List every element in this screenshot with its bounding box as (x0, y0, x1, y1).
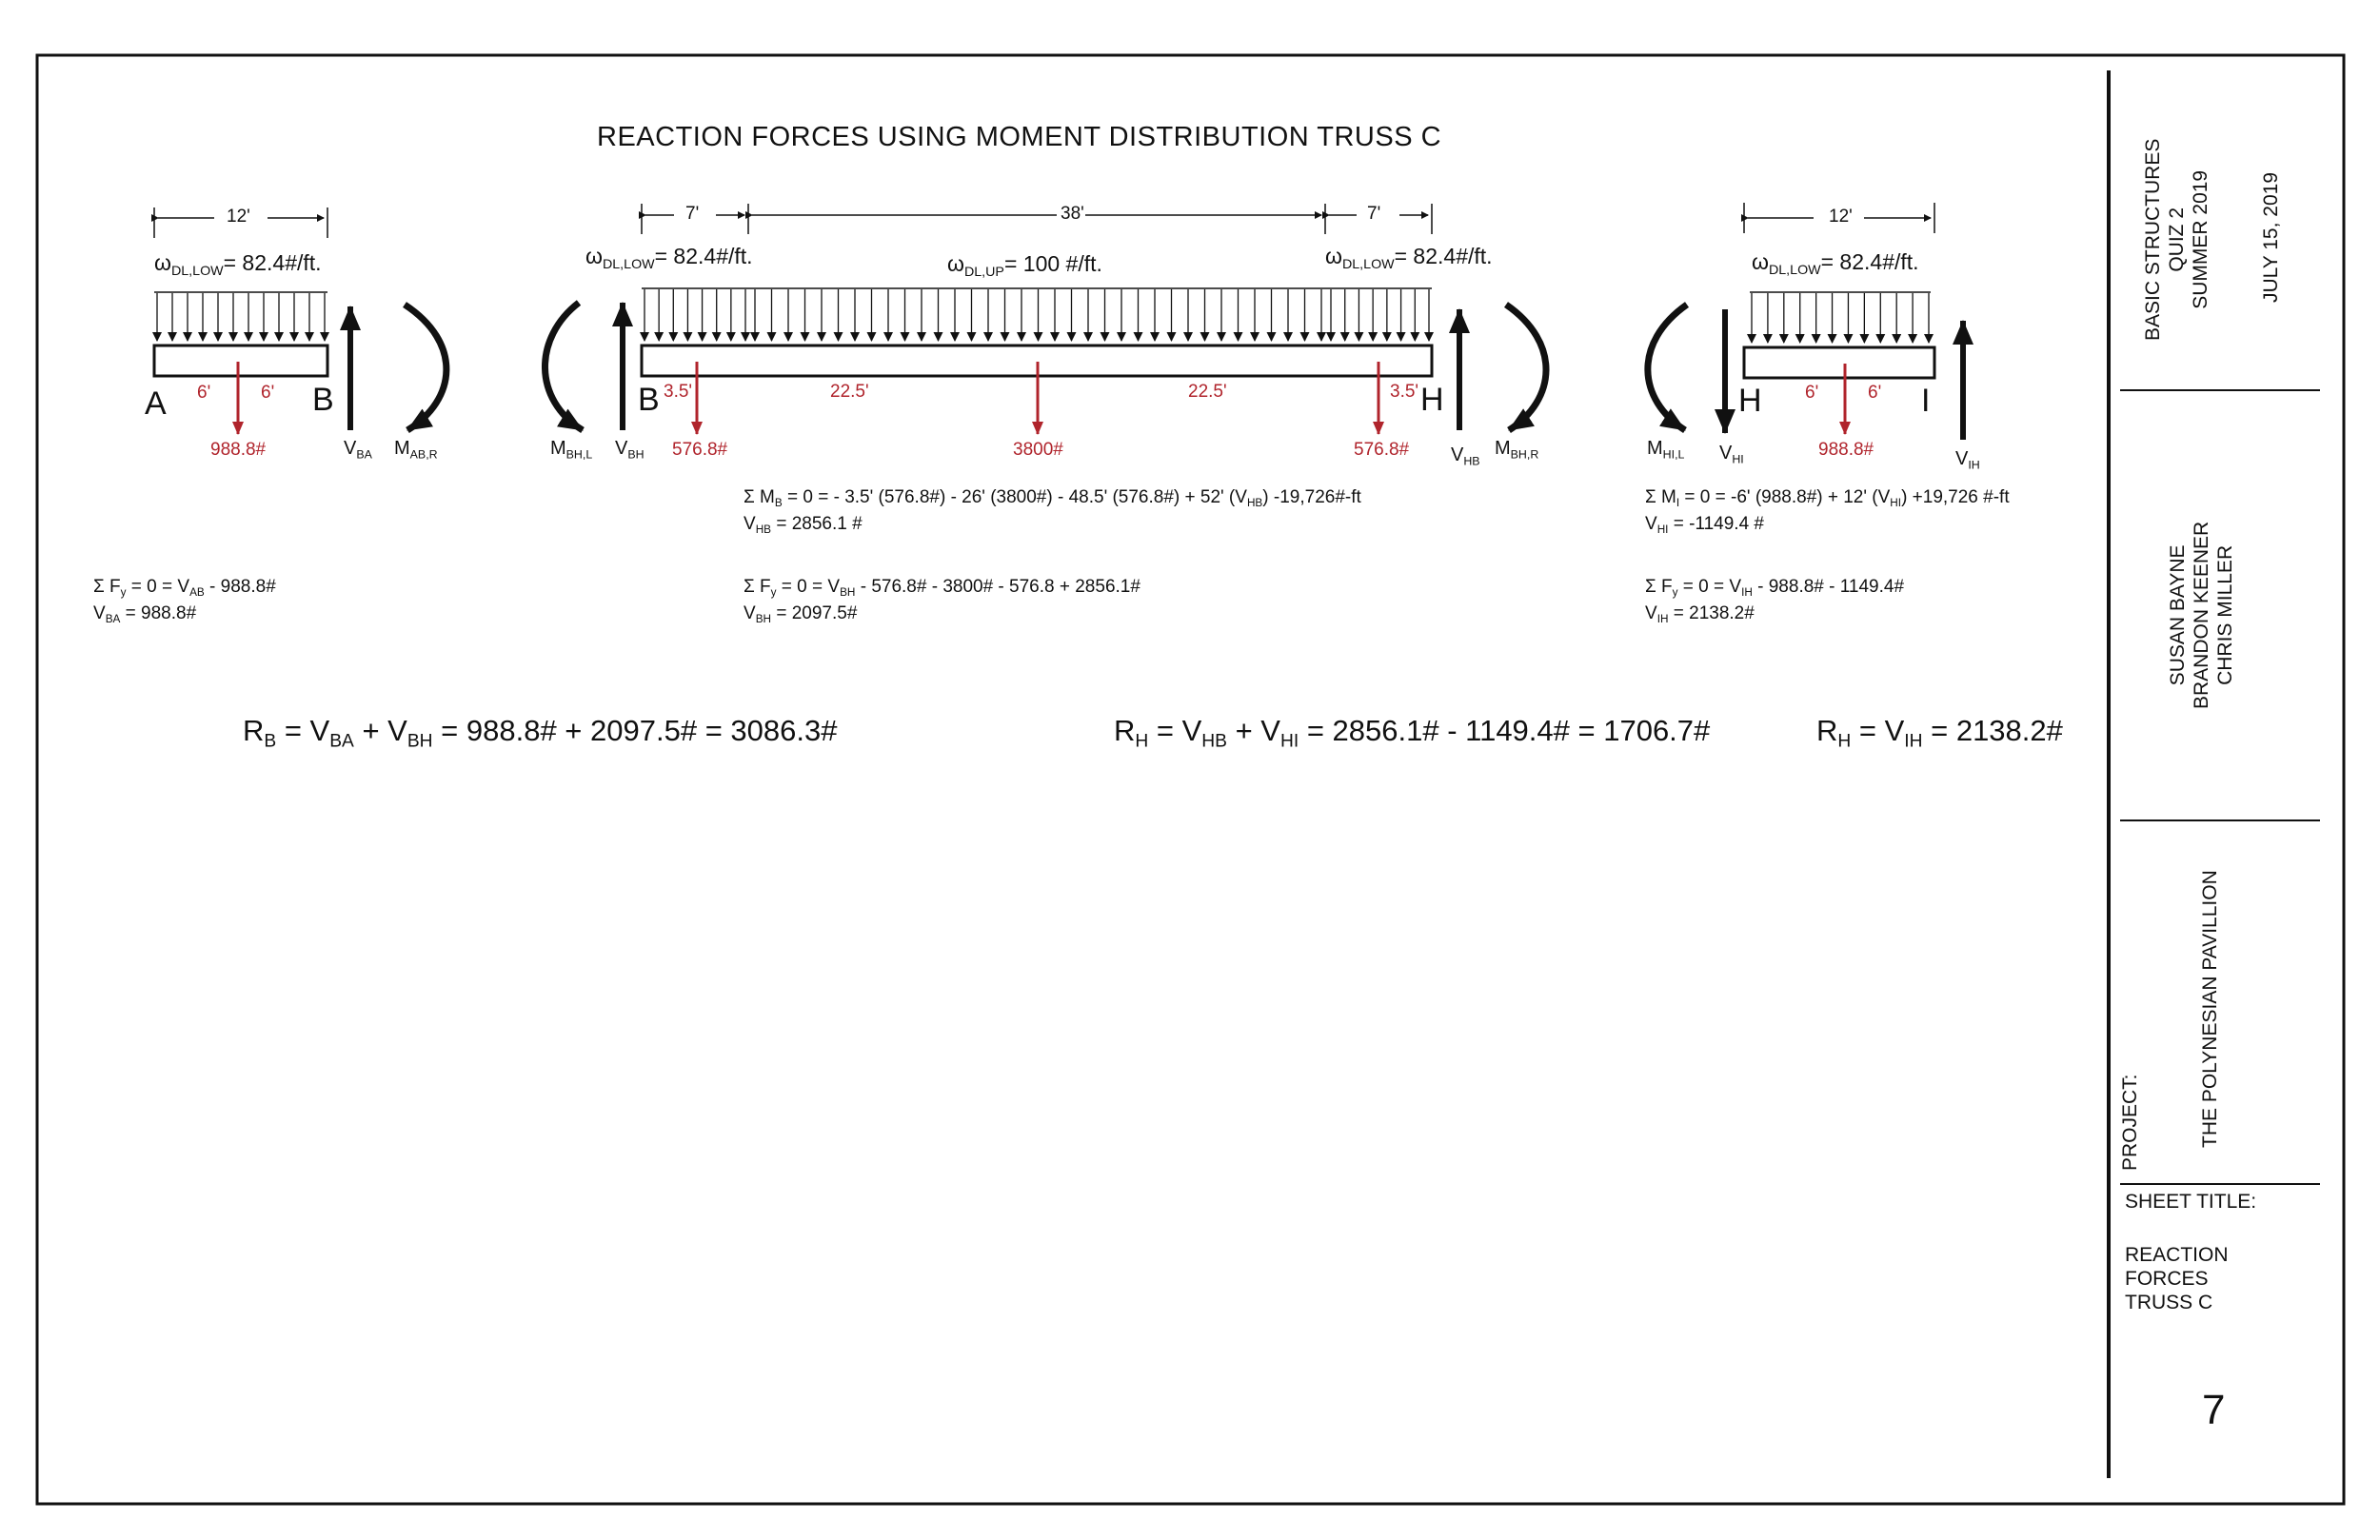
load-bh-right-label: ωDL,LOW= 82.4#/ft. (1325, 244, 1493, 272)
beam-bh (542, 204, 1550, 435)
node-h-right: H (1738, 383, 1762, 419)
dim-bh-left: 7' (685, 204, 700, 224)
sheet-title-value: REACTION FORCES TRUSS C (2125, 1244, 2229, 1314)
seg-bh-2: 22.5' (830, 382, 869, 402)
point-load-hi-value: 988.8# (1818, 440, 1874, 460)
moment-mbhl-arrow (542, 300, 585, 433)
seg-ab-right: 6' (261, 383, 275, 403)
label-mabr: MAB,R (394, 438, 438, 462)
load-hi-label: ωDL,LOW= 82.4#/ft. (1752, 249, 1919, 278)
label-vhi: VHI (1719, 443, 1744, 466)
moment-mbhr-arrow (1504, 302, 1550, 433)
eq-bh-sum-fy: Σ Fy = 0 = VBH - 576.8# - 3800# - 576.8 … (744, 577, 1140, 600)
seg-hi-right: 6' (1868, 383, 1882, 403)
load-bh-left-label: ωDL,LOW= 82.4#/ft. (585, 244, 753, 272)
node-b-right: B (638, 382, 660, 418)
project-label: PROJECT: (2119, 1074, 2141, 1171)
sheet-title-label: SHEET TITLE: (2125, 1191, 2257, 1213)
label-vba: VBA (344, 438, 372, 462)
title-block-date: JULY 15, 2019 (2260, 172, 2282, 303)
load-ab-label: ωDL,LOW= 82.4#/ft. (154, 250, 322, 279)
label-mbhl: MBH,L (550, 438, 593, 462)
node-b-left: B (312, 382, 334, 418)
eq-bh-result-2: VBH = 2097.5# (744, 603, 858, 626)
dim-bh-mid: 38' (1061, 204, 1084, 224)
node-i: I (1921, 383, 1931, 419)
label-mhil: MHI,L (1647, 438, 1685, 462)
eq-bh-sum-m: Σ MB = 0 = - 3.5' (576.8#) - 26' (3800#)… (744, 487, 1361, 510)
label-vhb: VHB (1451, 444, 1480, 468)
sheet-number: 7 (2202, 1387, 2226, 1433)
beam-hi (1644, 203, 1973, 440)
seg-bh-4: 3.5' (1390, 382, 1419, 402)
dim-ab-span: 12' (227, 207, 250, 227)
sheet-heading: REACTION FORCES USING MOMENT DISTRIBUTIO… (597, 122, 1442, 152)
eq-bh-result-1: VHB = 2856.1 # (744, 514, 863, 537)
dim-hi-span: 12' (1829, 207, 1853, 227)
point-load-bh-1-value: 576.8# (672, 440, 728, 460)
label-mbhr: MBH,R (1495, 438, 1539, 462)
eq-hi-result-1: VHI = -1149.4 # (1645, 514, 1764, 537)
moment-mab-arrow (403, 302, 450, 433)
beam-ab (151, 207, 450, 435)
seg-bh-1: 3.5' (664, 382, 693, 402)
moment-mhil-arrow (1644, 302, 1690, 433)
project-name: THE POLYNESIAN PAVILLION (2199, 870, 2221, 1148)
label-vbh: VBH (615, 438, 645, 462)
eq-hi-sum-m: Σ MI = 0 = -6' (988.8#) + 12' (VHI) +19,… (1645, 487, 2010, 510)
eq-hi-result-2: VIH = 2138.2# (1645, 603, 1755, 626)
point-load-bh-3-value: 576.8# (1354, 440, 1410, 460)
eq-ab-sum-fy: Σ Fy = 0 = VAB - 988.8# (93, 577, 276, 600)
reaction-rh-1: RH = VHB + VHI = 2856.1# - 1149.4# = 170… (1114, 714, 1711, 752)
title-block-course: BASIC STRUCTURES QUIZ 2 SUMMER 2019 (2142, 138, 2211, 341)
node-a: A (145, 385, 167, 422)
seg-hi-left: 6' (1805, 383, 1819, 403)
label-vih: VIH (1955, 448, 1980, 472)
load-bh-mid-label: ωDL,UP= 100 #/ft. (947, 251, 1102, 280)
reaction-rb: RB = VBA + VBH = 988.8# + 2097.5# = 3086… (243, 714, 838, 752)
point-load-bh-2-value: 3800# (1013, 440, 1063, 460)
beam-ab-member (152, 344, 329, 378)
sheet-border (35, 53, 2346, 1506)
eq-hi-sum-fy: Σ Fy = 0 = VIH - 988.8# - 1149.4# (1645, 577, 1905, 600)
beam-hi-member (1742, 346, 1936, 380)
node-h-left: H (1420, 382, 1444, 418)
seg-bh-3: 22.5' (1188, 382, 1227, 402)
seg-ab-left: 6' (197, 383, 211, 403)
dim-bh-right: 7' (1367, 204, 1381, 224)
title-block-authors: SUSAN BAYNE BRANDON KEENER CHRIS MILLER (2167, 521, 2236, 709)
reaction-rh-2: RH = VIH = 2138.2# (1816, 714, 2063, 752)
point-load-ab-value: 988.8# (210, 440, 267, 460)
eq-ab-result: VBA = 988.8# (93, 603, 197, 626)
